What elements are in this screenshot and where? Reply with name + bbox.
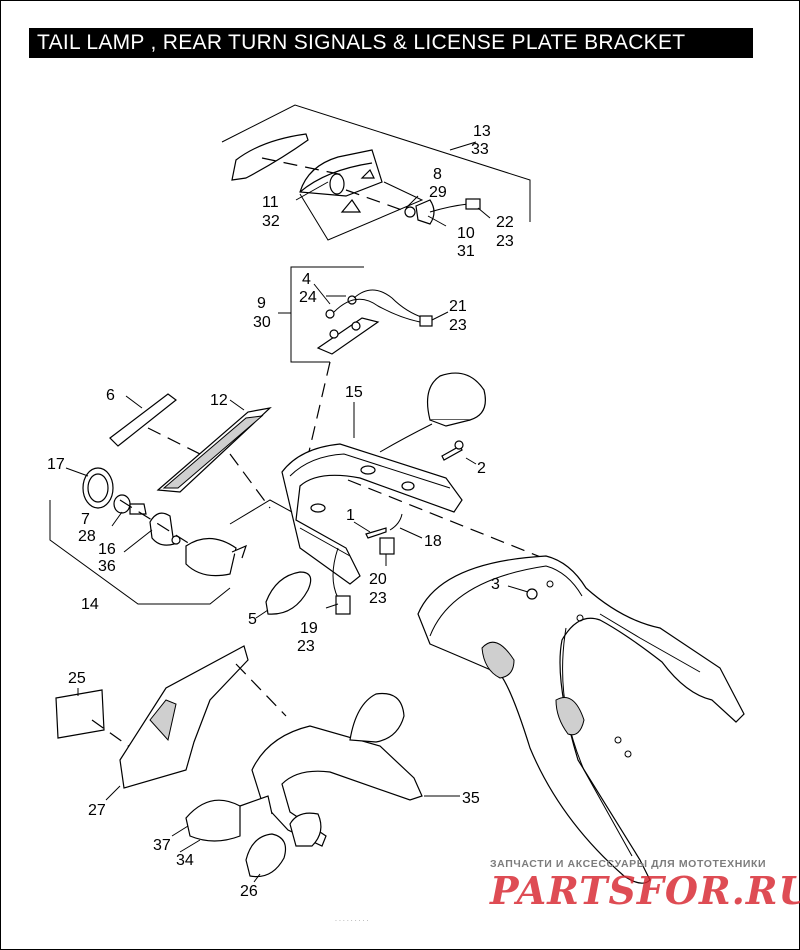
callout-2: 2 bbox=[477, 460, 486, 477]
callout-33: 33 bbox=[471, 141, 489, 158]
callout-1: 1 bbox=[346, 507, 355, 524]
bottom-note: ......... bbox=[335, 916, 371, 923]
tail-lamp-group bbox=[221, 104, 531, 241]
callout-11: 11 bbox=[262, 194, 279, 211]
callout-23: 23 bbox=[369, 590, 387, 607]
callout-25: 25 bbox=[68, 670, 86, 687]
title-bar: TAIL LAMP , REAR TURN SIGNALS & LICENSE … bbox=[29, 28, 753, 58]
callout-16: 16 bbox=[98, 541, 116, 558]
callout-19: 19 bbox=[300, 620, 318, 637]
callout-24: 24 bbox=[299, 289, 317, 306]
callout-9: 9 bbox=[257, 295, 266, 312]
rear-fender-group bbox=[417, 555, 745, 884]
callout-28: 28 bbox=[78, 528, 96, 545]
rear-bracket-group bbox=[49, 372, 549, 619]
callout-36: 36 bbox=[98, 558, 116, 575]
callout-21: 21 bbox=[449, 298, 467, 315]
callout-23: 23 bbox=[297, 638, 315, 655]
callout-18: 18 bbox=[424, 533, 442, 550]
callout-32: 32 bbox=[262, 213, 280, 230]
callout-34: 34 bbox=[176, 852, 194, 869]
callout-numbers: 13 33 8 29 11 32 22 23 10 31 4 24 9 30 2… bbox=[47, 123, 514, 900]
callout-15: 15 bbox=[345, 384, 363, 401]
callout-37: 37 bbox=[153, 837, 171, 854]
callout-14: 14 bbox=[81, 596, 99, 613]
diagram-title: TAIL LAMP , REAR TURN SIGNALS & LICENSE … bbox=[37, 31, 686, 54]
callout-10: 10 bbox=[457, 225, 475, 242]
callout-5: 5 bbox=[248, 611, 257, 628]
callout-13: 13 bbox=[473, 123, 491, 140]
callout-30: 30 bbox=[253, 314, 271, 331]
callout-12: 12 bbox=[210, 392, 228, 409]
callout-7: 7 bbox=[81, 511, 90, 528]
callout-3: 3 bbox=[491, 576, 500, 593]
callout-23: 23 bbox=[496, 233, 514, 250]
lower-bracket-group bbox=[55, 645, 460, 883]
callout-17: 17 bbox=[47, 456, 65, 473]
callout-26: 26 bbox=[240, 883, 258, 900]
license-lamp-group bbox=[278, 266, 449, 457]
callout-31: 31 bbox=[457, 243, 475, 260]
callout-27: 27 bbox=[88, 802, 106, 819]
callout-20: 20 bbox=[369, 571, 387, 588]
watermark-caption: ЗАПЧАСТИ И АКСЕССУАРЫ ДЛЯ МОТОТЕХНИКИ bbox=[490, 858, 767, 870]
callout-35: 35 bbox=[462, 790, 480, 807]
watermark-logo: PARTSFOR.RU bbox=[490, 868, 800, 913]
callout-4: 4 bbox=[302, 271, 311, 288]
callout-6: 6 bbox=[106, 387, 115, 404]
callout-22: 22 bbox=[496, 214, 514, 231]
callout-8: 8 bbox=[433, 166, 442, 183]
callout-23: 23 bbox=[449, 317, 467, 334]
callout-29: 29 bbox=[429, 184, 447, 201]
